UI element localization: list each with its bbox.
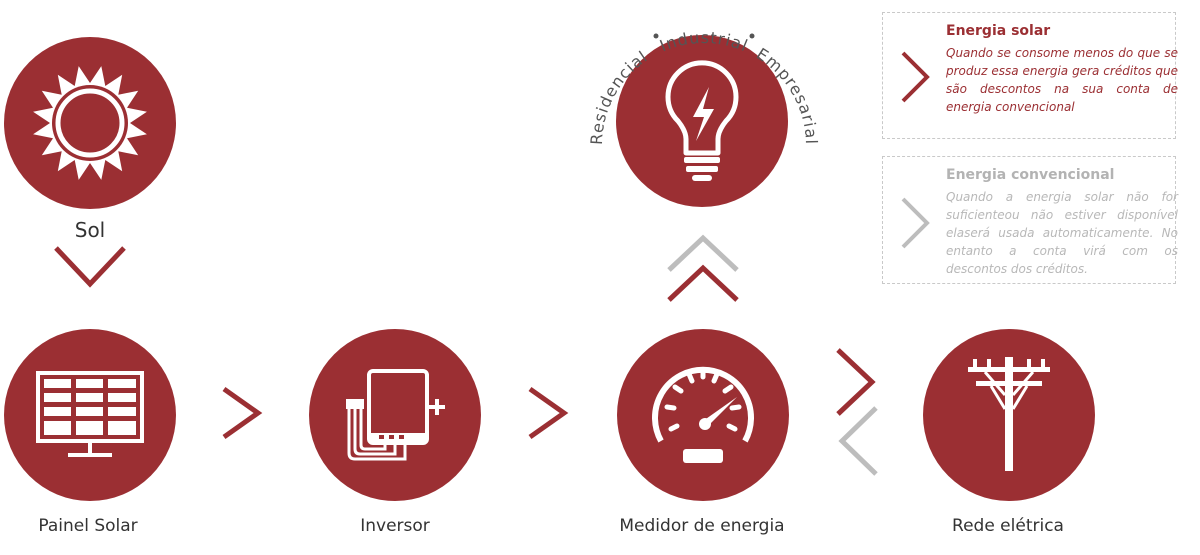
sun-icon — [33, 66, 147, 180]
chevron-right-icon — [901, 51, 930, 103]
legend-conventional-description: Quando a energia solar não for suficient… — [946, 190, 1178, 276]
legend-conventional: Energia convencional Quando a energia so… — [882, 156, 1178, 284]
chevron-right-icon — [528, 386, 569, 440]
lightbulb-icon — [665, 60, 739, 181]
consumer-industrial: Industrial — [657, 28, 750, 55]
chevron-down-icon — [54, 246, 126, 288]
inverter-node — [309, 329, 481, 501]
sun-node — [4, 37, 176, 209]
svg-text:Empresarial: Empresarial — [753, 44, 821, 145]
consumer-business: Empresarial — [753, 44, 820, 145]
inverter-icon — [346, 369, 445, 461]
sun-label: Sol — [74, 218, 106, 242]
bidirectional-chevrons-icon — [836, 348, 878, 476]
legend-conventional-title: Energia convencional — [946, 167, 1115, 183]
svg-text:Residencial: Residencial — [587, 47, 651, 146]
svg-text:Industrial: Industrial — [657, 28, 751, 55]
solar-panel-icon — [36, 371, 144, 457]
separator-dot — [653, 33, 659, 39]
chevron-up-double-icon — [667, 234, 739, 302]
consumer-types-arc: Residencial Industrial Empresarial — [587, 28, 821, 146]
bulb-node — [616, 35, 788, 207]
legend-solar-description: Quando se consome menos do que se produz… — [946, 46, 1178, 114]
meter-label: Medidor de energia — [619, 516, 785, 536]
speedometer-icon — [652, 366, 754, 463]
meter-node — [617, 329, 789, 501]
separator-dot — [749, 33, 755, 39]
legend-solar-title: Energia solar — [946, 23, 1051, 39]
legend-solar: Energia solar Quando se consome menos do… — [882, 12, 1178, 139]
solar-panel-label: Painel Solar — [38, 516, 138, 536]
chevron-right-icon — [901, 197, 930, 249]
consumer-residential: Residencial — [587, 47, 650, 146]
chevron-right-icon — [222, 386, 263, 440]
solar-panel-node — [4, 329, 176, 501]
inverter-label: Inversor — [360, 516, 430, 536]
grid-node — [923, 329, 1095, 501]
power-pole-icon — [968, 357, 1050, 471]
grid-label: Rede elétrica — [952, 516, 1064, 536]
